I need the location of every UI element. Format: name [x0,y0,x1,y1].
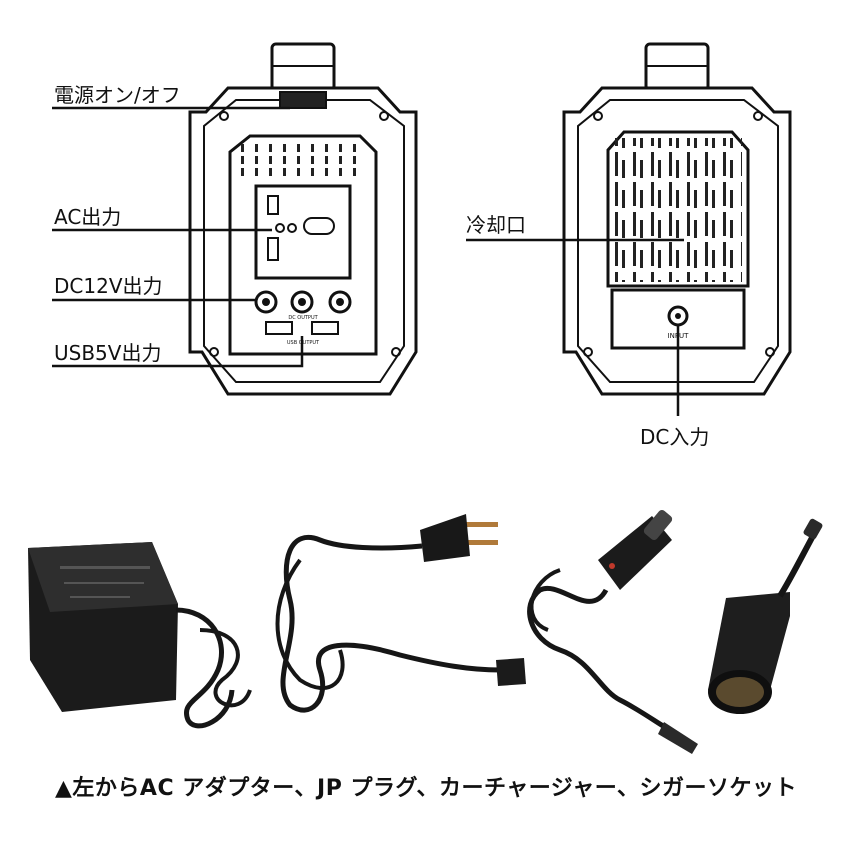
dc-output-ports [254,290,352,314]
callout-ac-output: AC出力 [54,205,122,229]
accessories-caption: ▲左からAC アダプター、JP プラグ、カーチャージャー、シガーソケット [55,776,797,801]
ac-adapter [28,542,252,729]
dc-output-panel-label: DC OUTPUT [288,315,318,321]
callout-usb5v-output: USB5V出力 [54,341,162,365]
front-callout-lines [52,106,304,368]
ac-socket [254,184,352,280]
car-charger [527,510,698,754]
callout-dc12v-output: DC12V出力 [54,274,163,298]
callout-cooling-vent: 冷却口 [466,213,526,237]
jp-plug-cable [275,514,526,713]
callout-dc-input: DC入力 [640,425,710,449]
usb-output-ports [265,321,339,335]
callout-power-switch: 電源オン/オフ [54,83,181,107]
back-callout-lines [466,238,684,416]
usb-output-panel-label: USB OUTPUT [287,340,320,346]
cigar-socket [708,518,823,714]
power-switch [279,91,327,109]
front-unit: DC OUTPUT USB OUTPUT [188,42,418,396]
